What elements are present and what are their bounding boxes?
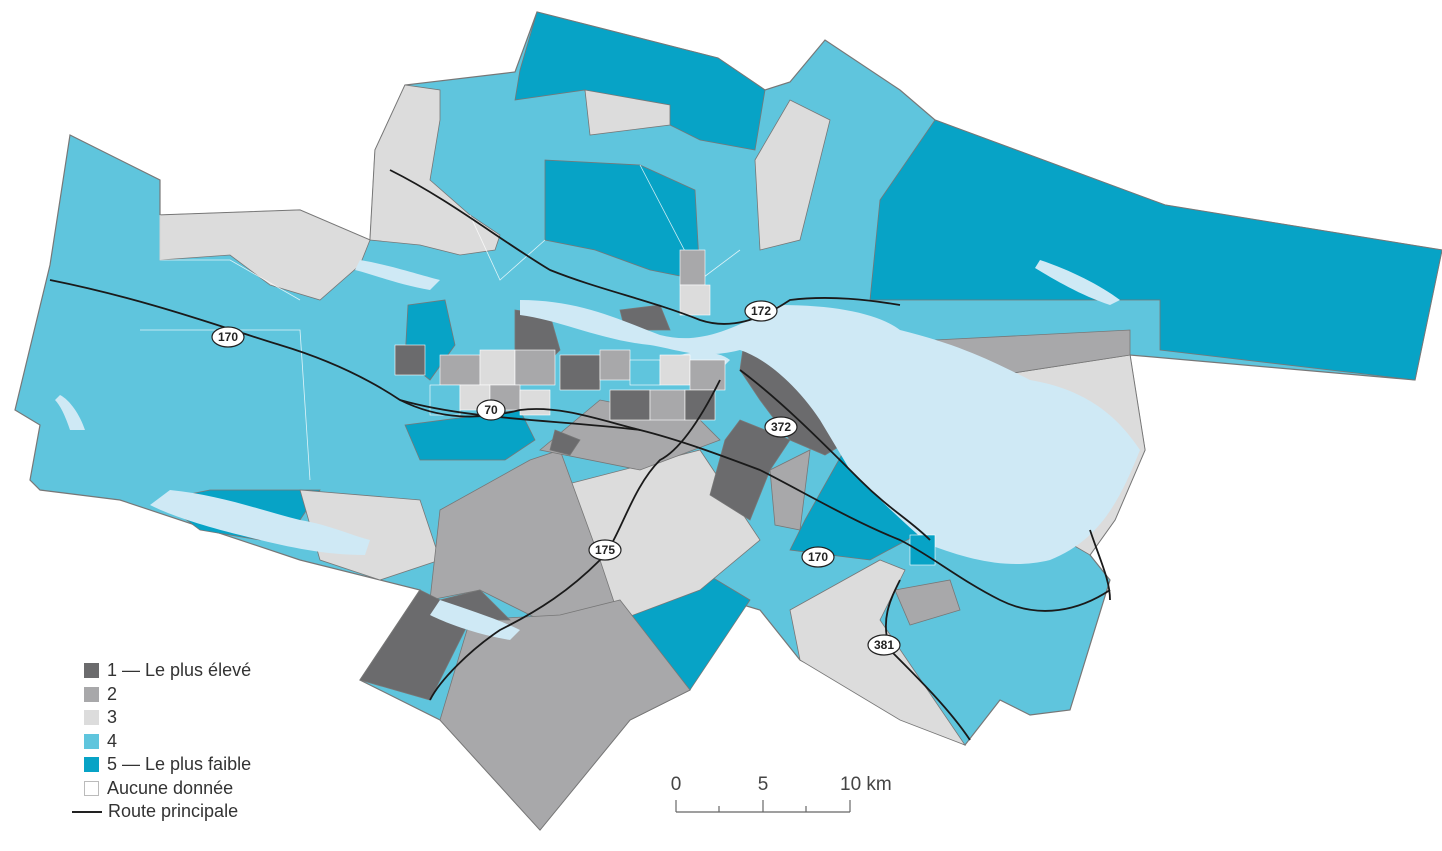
legend-swatch: [84, 686, 99, 702]
shield-172: 172: [744, 300, 778, 322]
legend-item-class-4: 4: [84, 730, 251, 754]
shield-175: 175: [588, 539, 622, 561]
legend-swatch: [84, 710, 99, 726]
road-372: [739, 369, 931, 541]
svg-text:170: 170: [808, 550, 828, 564]
svg-text:172: 172: [751, 304, 771, 318]
legend-swatch: [84, 780, 99, 796]
legend-item-class-2: 2: [84, 683, 251, 707]
shield-170-east: 170: [801, 546, 835, 568]
legend-label: 5 — Le plus faible: [107, 754, 252, 775]
legend-label: 1 — Le plus élevé: [107, 660, 252, 681]
legend-item-no-data: Aucune donnée: [84, 777, 251, 801]
svg-text:170: 170: [218, 330, 238, 344]
road-70: [399, 399, 641, 431]
map-legend: 1 — Le plus élevé 2 3 4 5 — Le plus faib…: [72, 659, 251, 824]
shield-70: 70: [476, 399, 506, 421]
scale-tick-10: 10 km: [840, 774, 892, 795]
shield-381: 381: [867, 634, 901, 656]
legend-label: 3: [107, 707, 118, 728]
legend-item-road: Route principale: [72, 800, 251, 824]
legend-label: Route principale: [108, 801, 239, 822]
shield-170-west: 170: [211, 326, 245, 348]
shield-372: 372: [764, 416, 798, 438]
legend-item-class-3: 3: [84, 706, 251, 730]
svg-text:175: 175: [595, 543, 615, 557]
road-east: [1089, 529, 1111, 601]
road-172: [389, 169, 901, 325]
legend-swatch: [84, 663, 99, 679]
scale-tick-5: 5: [758, 774, 769, 795]
road-line-icon: [72, 810, 102, 813]
road-170-west: [49, 279, 1111, 612]
legend-label: 2: [107, 683, 118, 704]
svg-text:70: 70: [484, 403, 498, 417]
legend-item-class-1: 1 — Le plus élevé: [84, 659, 251, 683]
route-shields: 170 172 70 372 175 170 381: [211, 300, 901, 656]
svg-text:381: 381: [874, 638, 894, 652]
legend-swatch: [84, 733, 99, 749]
scale-bar: 0 5 10 km: [671, 774, 892, 813]
urban-core: [394, 249, 936, 566]
legend-label: Aucune donnée: [107, 777, 234, 798]
legend-swatch: [84, 757, 99, 773]
svg-text:372: 372: [771, 420, 791, 434]
legend-label: 4: [107, 730, 118, 751]
legend-item-class-5: 5 — Le plus faible: [84, 753, 251, 777]
scale-tick-0: 0: [671, 774, 682, 795]
